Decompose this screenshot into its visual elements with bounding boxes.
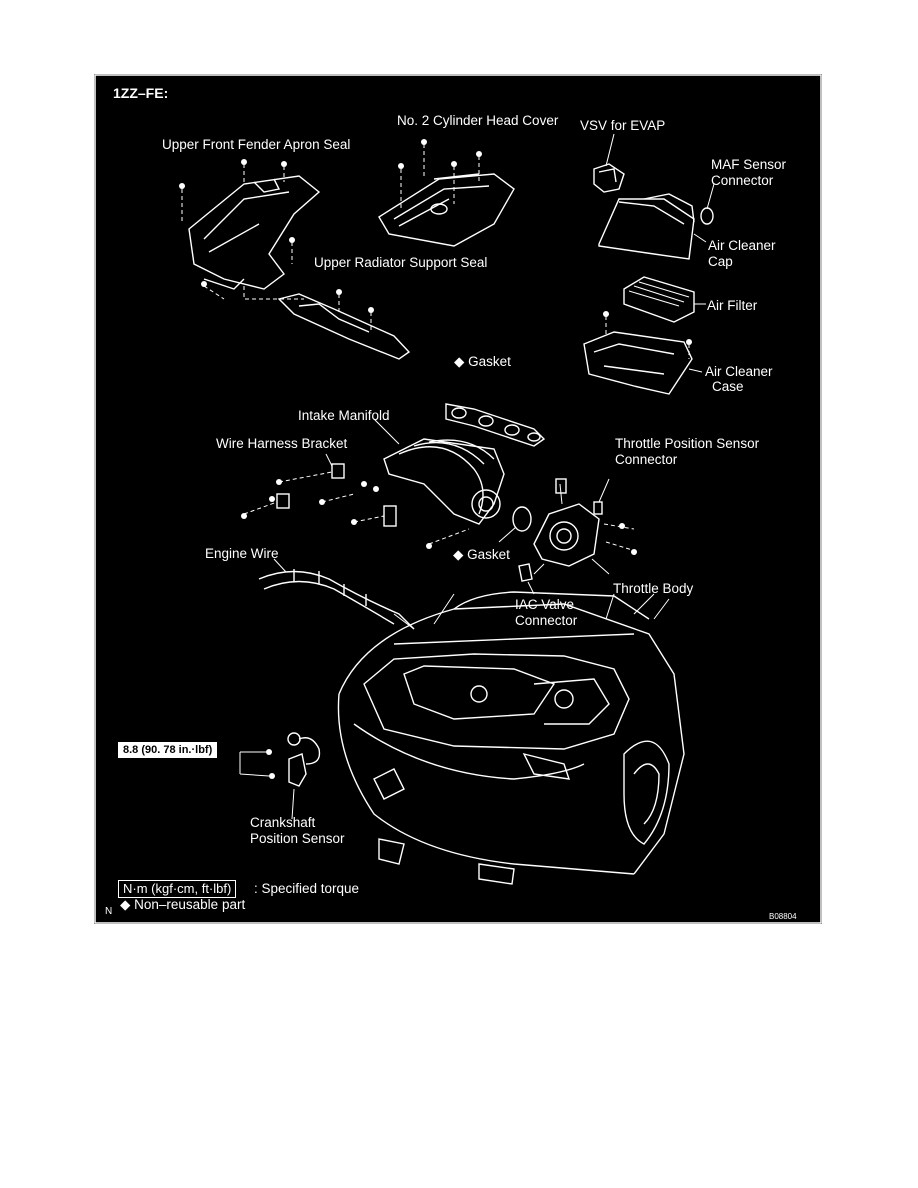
label-wire-harness-bracket: Wire Harness Bracket xyxy=(216,436,348,451)
parts-illustration xyxy=(94,74,822,924)
vsv-drawing xyxy=(593,133,625,193)
fender-apron-seal-drawing xyxy=(179,159,321,300)
legend-torque-unit-box: N·m (kgf·cm, ft·lbf) xyxy=(118,880,237,898)
legend-torque-description: : Specified torque xyxy=(254,881,360,896)
label-vsv-for-evap: VSV for EVAP xyxy=(580,118,666,133)
wire-harness-bracket-drawing xyxy=(241,453,470,549)
diagram-frame: 1ZZ–FE: Upper Front Fender Apron Seal No… xyxy=(94,74,822,924)
label-throttle-position-sensor-connector-line2: Connector xyxy=(615,452,678,467)
label-engine-wire: Engine Wire xyxy=(205,546,279,561)
intake-manifold-drawing xyxy=(373,418,505,525)
iac-valve-connector-drawing xyxy=(518,563,545,595)
intake-gasket-drawing xyxy=(445,403,546,447)
figure-code: B08804 xyxy=(769,912,797,921)
label-gasket-bottom: ◆ Gasket xyxy=(453,547,510,562)
label-air-cleaner-cap-line2: Cap xyxy=(708,254,733,269)
cylinder-head-cover-drawing xyxy=(378,139,515,247)
air-cleaner-cap-drawing xyxy=(598,183,715,260)
crankshaft-sensor-drawing xyxy=(239,732,321,820)
legend-non-reusable-part: ◆ Non–reusable part xyxy=(120,897,246,912)
torque-spec-box: 8.8 (90. 78 in.·lbf) xyxy=(118,742,218,758)
label-air-cleaner-case-line1: Air Cleaner xyxy=(705,364,773,379)
label-maf-sensor-connector-line1: MAF Sensor xyxy=(711,157,787,172)
label-maf-sensor-connector-line2: Connector xyxy=(711,173,774,188)
air-cleaner-case-drawing xyxy=(583,311,703,395)
air-filter-drawing xyxy=(623,276,706,323)
label-air-cleaner-case-line2: Case xyxy=(712,379,744,394)
diagram-title: 1ZZ–FE: xyxy=(113,85,169,101)
label-iac-valve-connector-line1: IAC Valve xyxy=(515,597,575,612)
label-throttle-position-sensor-connector-line1: Throttle Position Sensor xyxy=(615,436,760,451)
label-crankshaft-position-sensor-line1: Crankshaft xyxy=(250,815,316,830)
label-upper-front-fender-apron-seal: Upper Front Fender Apron Seal xyxy=(162,137,351,152)
radiator-support-seal-drawing xyxy=(277,289,411,360)
label-air-cleaner-cap-line1: Air Cleaner xyxy=(708,238,776,253)
engine-wire-drawing xyxy=(258,558,415,630)
label-crankshaft-position-sensor-line2: Position Sensor xyxy=(250,831,345,846)
corner-mark: N xyxy=(105,906,113,917)
label-air-filter: Air Filter xyxy=(707,298,758,313)
label-gasket-top: ◆ Gasket xyxy=(454,354,511,369)
throttle-gasket-drawing xyxy=(498,506,532,543)
throttle-body-drawing xyxy=(533,478,640,575)
label-upper-radiator-support-seal: Upper Radiator Support Seal xyxy=(314,255,488,270)
label-throttle-body: Throttle Body xyxy=(613,581,694,596)
label-no2-cylinder-head-cover: No. 2 Cylinder Head Cover xyxy=(397,113,559,128)
label-intake-manifold: Intake Manifold xyxy=(298,408,390,423)
car-body-drawing xyxy=(337,591,685,885)
label-iac-valve-connector-line2: Connector xyxy=(515,613,578,628)
